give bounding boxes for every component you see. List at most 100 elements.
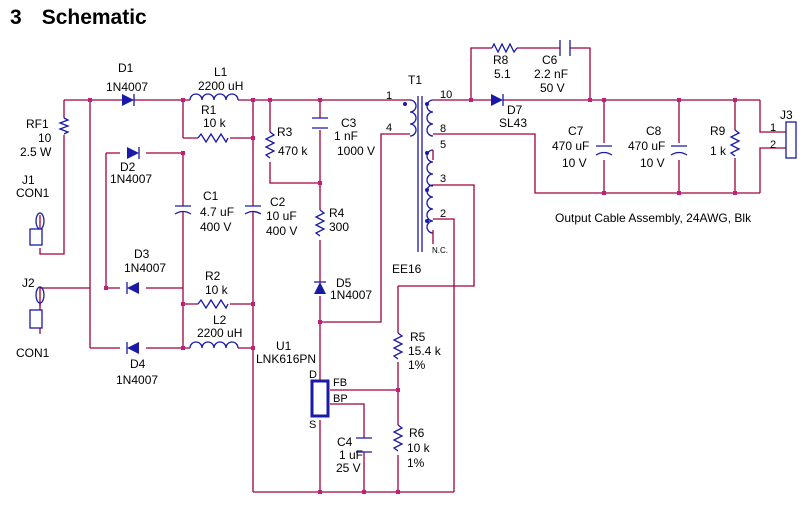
d7-symbol — [491, 94, 504, 106]
rf1-value: 10 — [38, 131, 52, 145]
rf1-symbol — [58, 117, 70, 135]
j3-symbol — [785, 121, 797, 159]
r2-ref: R2 — [205, 269, 221, 283]
d4-part: 1N4007 — [116, 373, 158, 387]
u1-pin-d: D — [309, 369, 317, 381]
t1-ref: T1 — [408, 73, 422, 87]
d2-ref: D2 — [120, 160, 136, 174]
c3-symbol — [312, 117, 328, 129]
c2-ref: C2 — [270, 195, 286, 209]
c8-value: 470 uF — [628, 139, 665, 153]
t1-symbol — [403, 96, 434, 252]
u1-pin-fb: FB — [333, 377, 347, 389]
r4-value: 300 — [329, 220, 349, 234]
l1-value: 2200 uH — [198, 79, 243, 93]
r5-ref: R5 — [410, 330, 426, 344]
c4-ref: C4 — [337, 435, 353, 449]
t1-pin-10: 10 — [440, 89, 452, 101]
r5-value: 15.4 k — [408, 344, 442, 358]
c6-symbol — [559, 40, 571, 56]
r4-ref: R4 — [329, 206, 345, 220]
c4-symbol — [356, 437, 372, 453]
t1-pin-2: 2 — [440, 208, 446, 220]
r9-symbol — [729, 129, 741, 157]
c7-rating: 10 V — [562, 156, 587, 170]
section-number: 3 — [10, 6, 22, 29]
j3-pin-2: 2 — [770, 139, 776, 151]
c6-rating: 50 V — [540, 81, 565, 95]
u1-ref: U1 — [276, 339, 292, 353]
d5-part: 1N4007 — [330, 288, 372, 302]
l2-ref: L2 — [213, 313, 227, 327]
c1-symbol — [174, 200, 192, 220]
junctions — [88, 98, 737, 494]
d1-symbol — [108, 94, 148, 106]
r9-ref: R9 — [710, 124, 726, 138]
r1-value: 10 k — [203, 116, 227, 130]
j2-type: CON1 — [16, 346, 50, 360]
c6-value: 2.2 nF — [534, 67, 568, 81]
c2-symbol — [244, 200, 262, 220]
r5-tol: 1% — [408, 358, 426, 372]
c4-value: 1 uF — [339, 448, 363, 462]
c7-value: 470 uF — [552, 139, 589, 153]
j1-symbol — [29, 212, 45, 246]
j3-pin-1: 1 — [770, 122, 776, 134]
c3-rating: 1000 V — [337, 144, 375, 158]
page-title: 3 Schematic — [10, 6, 147, 30]
c8-ref: C8 — [646, 124, 662, 138]
t1-nc-label: N.C. — [432, 246, 448, 255]
d2-part: 1N4007 — [110, 172, 152, 186]
r8-ref: R8 — [493, 53, 509, 67]
r6-value: 10 k — [407, 441, 431, 455]
c7-symbol — [595, 145, 613, 156]
d5-ref: D5 — [336, 276, 352, 290]
t1-core: EE16 — [392, 262, 422, 276]
rf1-ref: RF1 — [26, 117, 49, 131]
c8-symbol — [670, 145, 688, 156]
c7-ref: C7 — [568, 124, 584, 138]
rf1-rating: 2.5 W — [20, 145, 52, 159]
c8-rating: 10 V — [640, 156, 665, 170]
d7-part: SL43 — [499, 116, 527, 130]
c4-rating: 25 V — [336, 461, 361, 475]
r4-symbol — [314, 209, 326, 237]
d4-ref: D4 — [130, 357, 146, 371]
j2-ref: J2 — [22, 276, 35, 290]
j3-ref: J3 — [780, 108, 793, 122]
r8-symbol — [491, 42, 518, 54]
r6-ref: R6 — [409, 426, 425, 440]
j2-symbol — [29, 286, 45, 329]
c3-value: 1 nF — [334, 129, 358, 143]
section-title: Schematic — [41, 6, 147, 29]
c1-rating: 400 V — [200, 220, 231, 234]
t1-pin-3: 3 — [440, 173, 446, 185]
l2-symbol — [189, 341, 239, 349]
d3-symbol — [126, 282, 139, 294]
u1-pin-s: S — [309, 419, 316, 431]
u1-pin-bp: BP — [333, 393, 348, 405]
d2-symbol — [127, 147, 140, 159]
l1-symbol — [189, 93, 239, 101]
c1-ref: C1 — [203, 189, 219, 203]
l1-ref: L1 — [214, 65, 228, 79]
d3-part: 1N4007 — [124, 261, 166, 275]
l2-value: 2200 uH — [197, 326, 242, 340]
r1-ref: R1 — [201, 103, 217, 117]
t1-pin-8: 8 — [440, 123, 446, 135]
d1-ref: D1 — [118, 61, 134, 75]
t1-pin-4: 4 — [386, 122, 392, 134]
r6-symbol — [392, 424, 404, 452]
u1-part: LNK616PN — [256, 352, 316, 366]
d5-symbol — [314, 281, 326, 294]
r9-value: 1 k — [710, 144, 727, 158]
d7-ref: D7 — [507, 103, 523, 117]
r1-symbol — [197, 132, 229, 144]
r3-symbol — [264, 131, 276, 159]
output-cable-note: Output Cable Assembly, 24AWG, Blk — [555, 211, 752, 225]
j1-type: CON1 — [16, 186, 50, 200]
u1-symbol — [310, 379, 330, 418]
r5-symbol — [392, 332, 404, 360]
r3-ref: R3 — [277, 125, 293, 139]
